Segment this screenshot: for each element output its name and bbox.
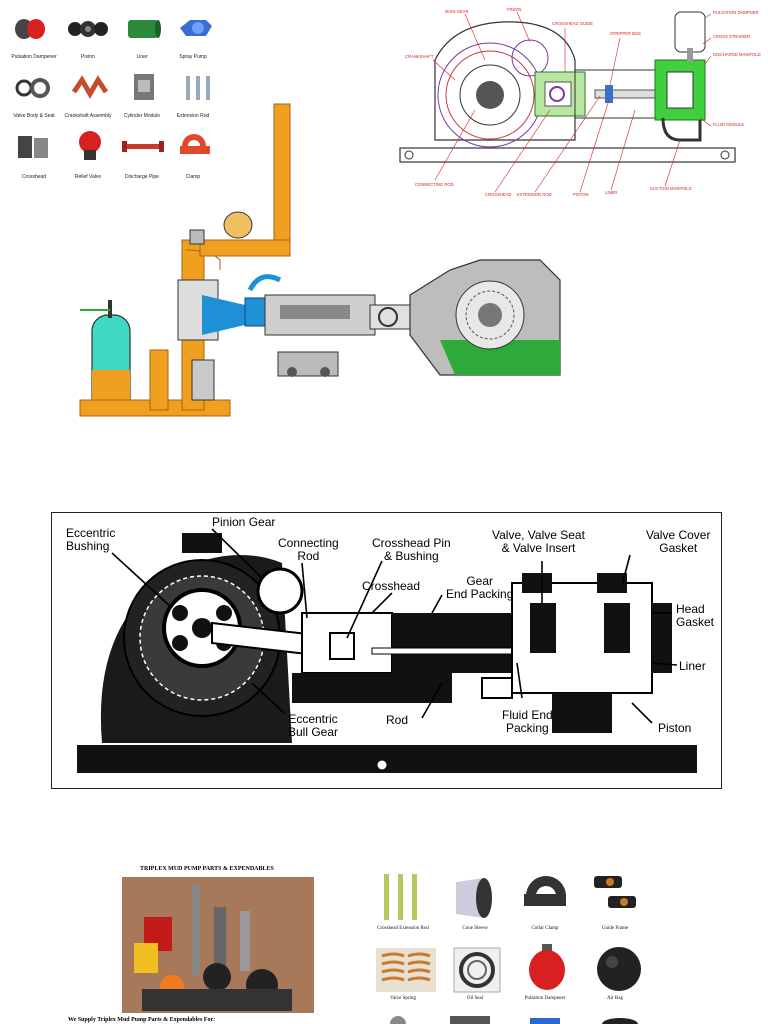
label-main-gear: MAIN GEAR <box>445 9 469 14</box>
discharge-pipe-icon <box>122 141 164 152</box>
extension-rod-icon <box>384 874 417 920</box>
part-label: Discharge Pipe <box>125 174 159 180</box>
part-label: Cylinder Module <box>123 113 161 119</box>
dampener-icon <box>529 944 565 990</box>
crosshead-icon <box>18 136 48 158</box>
part-label: Crosshead <box>21 174 47 180</box>
crankshaft-icon <box>71 75 109 100</box>
part-label: Piston <box>81 54 95 60</box>
bw-pump-diagram: Eccentric Bushing Pinion Gear Connecting… <box>51 512 722 789</box>
oil-seal-icon <box>453 947 501 993</box>
catalog-supply-text: We Supply Triplex Mud Pump Parts & Expen… <box>68 1017 216 1023</box>
catalog-item-label: Cone Sleeve <box>462 926 488 931</box>
valve-spring-icon <box>376 948 436 992</box>
label-crankshaft: CRANKSHAFT <box>405 54 434 59</box>
catalog-item-label: Air Bag <box>607 996 623 1001</box>
label-crosshead-guide: CROSSHEAD GUIDE <box>552 21 593 26</box>
part-label: Crankshaft Assembly <box>64 113 112 119</box>
label-fluid-end-packing: Fluid End Packing <box>502 708 553 735</box>
label-crosshead-pin: Crosshead Pin & Bushing <box>372 536 451 563</box>
catalog-item-label: Collar Clamp <box>531 926 559 931</box>
clamp-icon <box>180 134 210 154</box>
catalog-item-label: Pulsation Dampener <box>524 996 566 1001</box>
label-piston: Piston <box>658 721 692 735</box>
label-liner: Liner <box>679 659 706 673</box>
label-suction-manifold: SUCTION MANIFOLD <box>650 186 692 191</box>
part-label: Pulsation Dampener <box>11 54 57 60</box>
label-cross-strainer: CROSS STRAINER <box>713 34 750 39</box>
liner-icon <box>128 20 161 38</box>
part-label: Valve Body & Seat <box>13 113 55 119</box>
label-fluid-module: FLUID MODULE <box>713 122 744 127</box>
piston-icon <box>68 21 108 37</box>
label-connecting-rod: CONNECTING ROD <box>415 182 454 187</box>
label-valve-cover-gasket: Valve Cover Gasket <box>646 528 711 555</box>
catalog-item-label: Crosshead Extension Rod <box>377 926 429 931</box>
collar-clamp-icon <box>524 876 566 906</box>
part-label: Clamp <box>185 174 201 180</box>
catalog-photo <box>122 877 314 1013</box>
part-label: Liner <box>136 54 148 60</box>
cylinder-module-icon <box>134 74 154 100</box>
extension-rod-icon <box>186 76 210 100</box>
relief-valve-icon <box>79 131 101 160</box>
label-pinion-gear: Pinion Gear <box>212 515 276 529</box>
label-crosshead: CROSSHEAD <box>485 192 512 197</box>
label-valve-seat: Valve, Valve Seat & Valve Insert <box>492 528 585 555</box>
cutaway-diagram: MAIN GEAR PINION CROSSHEAD GUIDE STRIPPE… <box>399 7 761 197</box>
catalog-item-label: Valve Spring <box>390 996 416 1001</box>
label-discharge-manifold: DISCHARGE MANIFOLD <box>713 52 761 57</box>
label-eccentric-bull-gear: Eccentric Bull Gear <box>288 712 339 739</box>
dampener-icon <box>15 19 45 39</box>
catalog-item-label: Guide Frame <box>601 926 629 931</box>
part-label: Extension Rod <box>176 113 210 119</box>
label-head-gasket: Head Gasket <box>676 602 715 629</box>
spray-pump-icon <box>180 20 212 36</box>
label-connecting-rod: Connecting Rod <box>278 536 339 563</box>
air-bag-icon <box>597 947 641 991</box>
label-pinion: PINION <box>507 7 521 12</box>
label-extension-rod: EXTENSION ROD <box>517 192 552 197</box>
pump-flow-illustration <box>79 103 561 417</box>
label-rod: Rod <box>386 713 409 727</box>
label-eccentric-bushing: Eccentric Bushing <box>66 526 116 553</box>
catalog-next-row <box>390 1016 638 1024</box>
part-label: Spray Pump <box>179 54 207 60</box>
guide-frame-icon <box>594 876 636 908</box>
label-crosshead: Crosshead <box>362 579 421 593</box>
parts-grid: Pulsation Dampener Piston Liner Spray Pu… <box>0 0 230 200</box>
catalog-item-label: Oil Seal <box>466 996 484 1001</box>
label-gear-end-packing: Gear End Packing <box>446 574 514 601</box>
label-pulsation-dampner: PULSATION DAMPNER <box>713 10 759 15</box>
part-label: Relief Valve <box>74 174 102 180</box>
label-liner: LINER <box>605 190 617 195</box>
cone-sleeve-icon <box>456 878 492 918</box>
label-stripper-box: STRIPPER BOX <box>610 31 641 36</box>
valve-body-icon <box>15 78 50 98</box>
label-piston: PISTON <box>573 192 589 197</box>
catalog-title: TRIPLEX MUD PUMP PARTS & EXPENDABLES <box>140 866 274 872</box>
